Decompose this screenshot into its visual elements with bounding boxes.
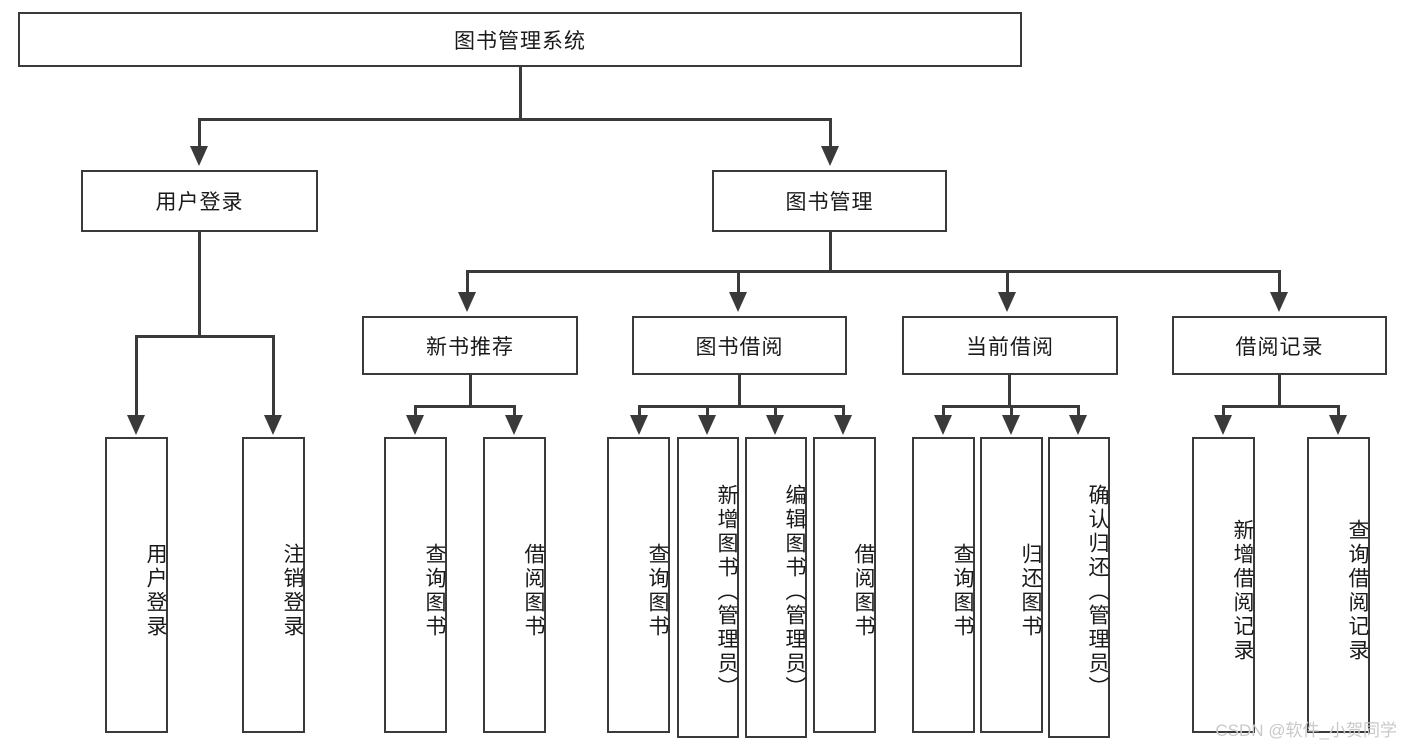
arrow-current-borrow-leaf-2 (1069, 415, 1087, 435)
node-label: 图书管理 (785, 191, 874, 214)
edge-to-new-book (466, 270, 469, 294)
leaf-query-borrow-record[interactable]: 查询借阅记录 (1307, 437, 1370, 733)
edge-new-book-drop-0 (414, 405, 417, 417)
edge-current-borrow-drop-2 (1077, 405, 1080, 417)
watermark-text: CSDN @软件_小贺同学 (1215, 721, 1397, 740)
node-label: 查询图书 (423, 543, 446, 639)
edge-book-borrow-bus (638, 405, 845, 408)
arrow-book-borrow-leaf-0 (630, 415, 648, 435)
node-book-borrow[interactable]: 图书借阅 (632, 316, 847, 375)
leaf-logout[interactable]: 注销登录 (242, 437, 305, 733)
arrow-to-book-borrow (729, 292, 747, 312)
leaf-query-book-current[interactable]: 查询图书 (912, 437, 975, 733)
leaf-return-book[interactable]: 归还图书 (980, 437, 1043, 733)
node-label: 查询借阅记录 (1346, 519, 1369, 663)
node-user-login[interactable]: 用户登录 (81, 170, 318, 232)
node-label: 新书推荐 (426, 335, 514, 359)
edge-book-borrow-drop-3 (842, 405, 845, 417)
node-label: 注销登录 (281, 543, 304, 639)
edge-book-mgmt-stem (829, 232, 832, 270)
node-label: 借阅记录 (1235, 335, 1324, 359)
arrow-current-borrow-leaf-1 (1002, 415, 1020, 435)
arrow-to-book-mgmt (821, 146, 839, 166)
arrow-borrow-record-leaf-0 (1214, 415, 1232, 435)
node-label: 用户登录 (155, 191, 244, 214)
edge-borrow-record-drop-1 (1337, 405, 1340, 417)
edge-book-borrow-drop-2 (774, 405, 777, 417)
arrow-current-borrow-leaf-0 (934, 415, 952, 435)
edge-borrow-record-drop-0 (1222, 405, 1225, 417)
arrow-to-current-borrow (998, 292, 1016, 312)
leaf-add-book-admin[interactable]: 新增图书（管理员） (677, 437, 739, 738)
node-label: 编辑图书（管理员） (783, 483, 806, 700)
node-label: 图书借阅 (695, 335, 784, 359)
arrow-book-borrow-leaf-1 (698, 415, 716, 435)
edge-new-book-stem (469, 375, 472, 405)
node-label: 归还图书 (1019, 543, 1042, 639)
node-label: 新增图书（管理员） (715, 483, 738, 700)
edge-root-to-book-mgmt (829, 118, 832, 148)
arrow-new-book-leaf-0 (406, 415, 424, 435)
node-book-management[interactable]: 图书管理 (712, 170, 947, 232)
edge-book-borrow-stem (738, 375, 741, 405)
edge-borrow-record-stem (1278, 375, 1281, 405)
arrow-to-user-login (190, 146, 208, 166)
edge-root-stem (519, 67, 522, 118)
edge-borrow-record-bus (1222, 405, 1339, 408)
leaf-query-book-borrow[interactable]: 查询图书 (607, 437, 670, 733)
leaf-add-borrow-record[interactable]: 新增借阅记录 (1192, 437, 1255, 733)
edge-new-book-bus (414, 405, 515, 408)
node-current-borrow[interactable]: 当前借阅 (902, 316, 1118, 375)
arrow-to-borrow-record (1270, 292, 1288, 312)
arrow-to-leaf-user-login (127, 415, 145, 435)
leaf-confirm-return-admin[interactable]: 确认归还（管理员） (1048, 437, 1110, 738)
edge-user-login-stem (198, 232, 201, 335)
node-label: 当前借阅 (966, 335, 1054, 359)
leaf-user-login[interactable]: 用户登录 (105, 437, 168, 733)
node-label: 用户登录 (144, 543, 167, 639)
node-label: 图书管理系统 (454, 29, 586, 53)
leaf-borrow-book-borrow[interactable]: 借阅图书 (813, 437, 876, 733)
leaf-edit-book-admin[interactable]: 编辑图书（管理员） (745, 437, 807, 738)
edge-current-borrow-drop-0 (942, 405, 945, 417)
edge-root-bus (198, 118, 832, 121)
node-new-book-recommend[interactable]: 新书推荐 (362, 316, 578, 375)
node-label: 新增借阅记录 (1231, 519, 1254, 663)
edge-to-borrow-record (1278, 270, 1281, 294)
edge-root-to-user-login (198, 118, 201, 148)
node-label: 确认归还（管理员） (1086, 483, 1109, 700)
node-root-system[interactable]: 图书管理系统 (18, 12, 1022, 67)
node-label: 借阅图书 (852, 543, 875, 639)
arrow-to-new-book (458, 292, 476, 312)
edge-user-login-to-leaf-1 (272, 335, 275, 417)
arrow-borrow-record-leaf-1 (1329, 415, 1347, 435)
node-label: 查询图书 (646, 543, 669, 639)
arrow-book-borrow-leaf-3 (834, 415, 852, 435)
node-label: 借阅图书 (522, 543, 545, 639)
edge-current-borrow-drop-1 (1010, 405, 1013, 417)
edge-user-login-to-leaf-0 (135, 335, 138, 417)
leaf-query-book-newbook[interactable]: 查询图书 (384, 437, 447, 733)
arrow-book-borrow-leaf-2 (766, 415, 784, 435)
edge-book-borrow-drop-1 (706, 405, 709, 417)
edge-new-book-drop-1 (513, 405, 516, 417)
leaf-borrow-book-newbook[interactable]: 借阅图书 (483, 437, 546, 733)
arrow-new-book-leaf-1 (505, 415, 523, 435)
arrow-to-leaf-logout (264, 415, 282, 435)
edge-level3-bus (466, 270, 1281, 273)
edge-current-borrow-stem (1008, 375, 1011, 405)
edge-user-login-bus (135, 335, 274, 338)
edge-to-current-borrow (1006, 270, 1009, 294)
edge-to-book-borrow (737, 270, 740, 294)
node-label: 查询图书 (951, 543, 974, 639)
edge-book-borrow-drop-0 (638, 405, 641, 417)
node-borrow-record[interactable]: 借阅记录 (1172, 316, 1387, 375)
